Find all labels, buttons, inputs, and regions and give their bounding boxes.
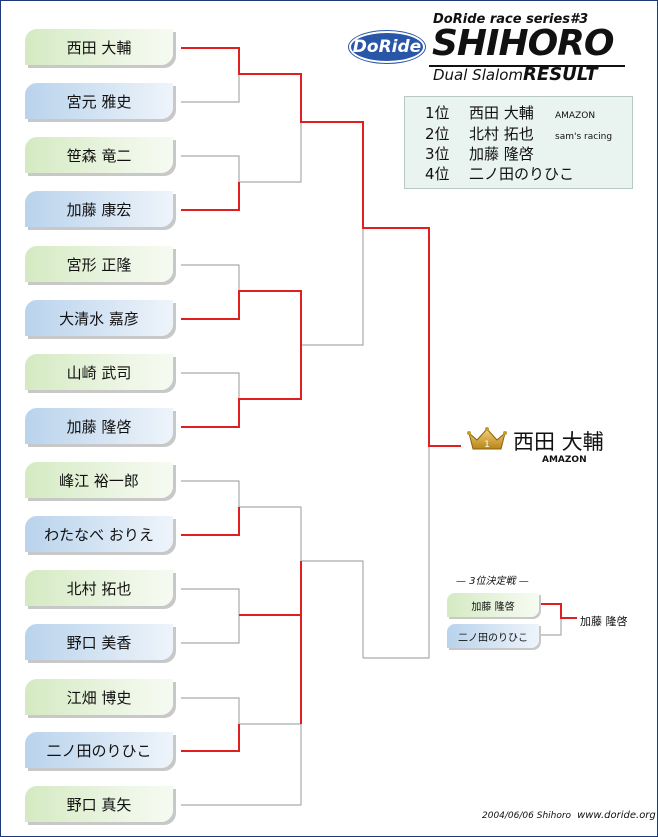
page-title: SHIHORO (432, 23, 615, 64)
entrant-4: 加藤 康宏 (25, 191, 173, 227)
entrant-8: 加藤 隆啓 (25, 408, 173, 444)
entrant-9: 峰江 裕一郎 (25, 462, 173, 498)
result-team: AMAZON (555, 111, 596, 121)
entrant-5: 宮形 正隆 (25, 246, 173, 282)
doride-logo: DoRide (349, 31, 425, 63)
result-pos: 4位 (425, 165, 450, 183)
third-place-winner: 加藤 隆啓 (580, 615, 628, 628)
entrant-6: 大清水 嘉彦 (25, 300, 173, 336)
result-name: 二ノ田のりひこ (469, 165, 575, 183)
entrant-12: 野口 美香 (25, 624, 173, 660)
result-pos: 3位 (425, 145, 450, 163)
result-name: 加藤 隆啓 (469, 145, 534, 163)
result-row: 1位 西田 大輔 AMAZON (425, 102, 595, 122)
subtitle-b: RESULT (523, 64, 598, 85)
result-team: sam's racing (555, 132, 613, 142)
subtitle-a: Dual Slalom (433, 66, 524, 84)
entrant-1: 西田 大輔 (25, 29, 173, 65)
results-box: 1位 西田 大輔 AMAZON 2位 北村 拓也 sam's racing 3位… (404, 96, 633, 189)
entrant-3: 笹森 竜二 (25, 137, 173, 173)
footer-date: 2004/06/06 Shihoro (482, 811, 572, 821)
entrant-7: 山崎 武司 (25, 354, 173, 390)
crown-icon: 1 (467, 427, 507, 450)
entrant-11: 北村 拓也 (25, 570, 173, 606)
result-row: 2位 北村 拓也 sam's racing (425, 123, 612, 143)
entrant-13: 江畑 博史 (25, 679, 173, 715)
footer: 2004/06/06 Shihoro www.doride.org (482, 810, 656, 821)
result-row: 4位 二ノ田のりひこ (425, 163, 574, 183)
winner-team: AMAZON (542, 455, 587, 465)
result-name: 北村 拓也 (469, 125, 534, 143)
entrant-14: 二ノ田のりひこ (25, 732, 173, 768)
entrant-2: 宮元 雅史 (25, 83, 173, 119)
third-place-label: — 3位決定戦 — (456, 576, 529, 587)
series-label: DoRide race series#3 (433, 12, 589, 27)
result-name: 西田 大輔 (469, 104, 534, 122)
result-pos: 1位 (425, 104, 450, 122)
title-divider (429, 65, 625, 67)
result-pos: 2位 (425, 125, 450, 143)
third-entrant-2: 二ノ田のりひこ (447, 624, 539, 648)
entrant-15: 野口 真矢 (25, 786, 173, 822)
result-row: 3位 加藤 隆啓 (425, 143, 555, 163)
entrant-10: わたなべ おりえ (25, 516, 173, 552)
winner-name: 西田 大輔 (513, 430, 604, 454)
third-entrant-1: 加藤 隆啓 (447, 593, 539, 617)
page-subtitle: Dual SlalomRESULT (433, 64, 598, 85)
footer-url: www.doride.org (577, 810, 656, 821)
svg-text:1: 1 (484, 440, 490, 450)
